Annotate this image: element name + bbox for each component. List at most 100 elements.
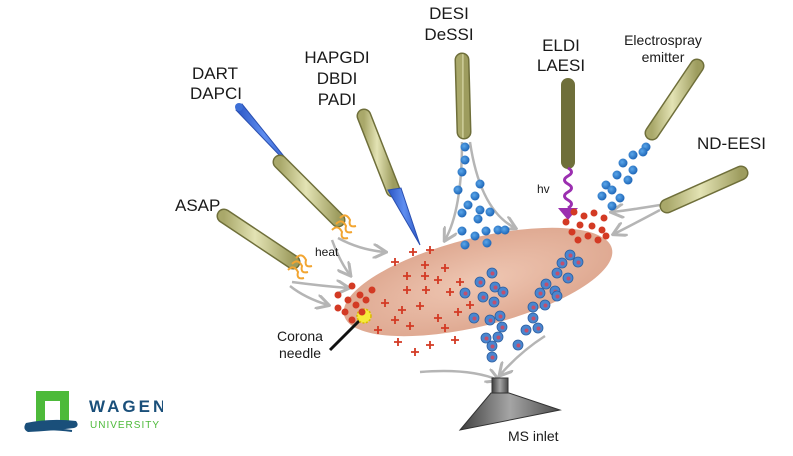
red-ion bbox=[356, 291, 364, 299]
droplet-core bbox=[536, 326, 541, 331]
ms-inlet bbox=[458, 377, 562, 431]
heat-coil-asap bbox=[287, 254, 313, 280]
label-hv: hv bbox=[537, 182, 550, 196]
droplet-core bbox=[490, 344, 495, 349]
label-heat: heat bbox=[315, 245, 339, 259]
charged-droplet bbox=[638, 147, 648, 157]
positive-ion bbox=[426, 341, 434, 349]
positive-ion bbox=[411, 348, 419, 356]
charged-droplet bbox=[475, 179, 485, 189]
droplet-core bbox=[524, 328, 529, 333]
svg-text:needle: needle bbox=[279, 345, 321, 361]
droplet-core bbox=[576, 260, 581, 265]
charged-droplet bbox=[473, 214, 483, 224]
positive-ion bbox=[434, 314, 442, 322]
corona-needle bbox=[328, 316, 364, 352]
positive-ion bbox=[451, 336, 459, 344]
svg-text:DeSSI: DeSSI bbox=[424, 25, 473, 44]
label-dart: DART DAPCI bbox=[190, 64, 242, 103]
charged-droplet bbox=[470, 231, 480, 241]
charged-droplet bbox=[597, 191, 607, 201]
droplet-core bbox=[490, 355, 495, 360]
positive-ion bbox=[409, 248, 417, 256]
charged-droplet bbox=[485, 207, 495, 217]
svg-text:PADI: PADI bbox=[318, 90, 356, 109]
university-logo: WAGEN UNIVERSITY bbox=[24, 391, 165, 432]
positive-ion bbox=[403, 286, 411, 294]
positive-ion bbox=[421, 272, 429, 280]
red-ion bbox=[602, 232, 610, 240]
droplet-core bbox=[498, 314, 503, 319]
red-ion bbox=[334, 304, 342, 312]
droplet-core bbox=[463, 291, 468, 296]
red-ion bbox=[348, 282, 356, 290]
svg-text:DART: DART bbox=[192, 64, 238, 83]
label-hapgdi: HAPGDI DBDI PADI bbox=[304, 48, 369, 109]
red-ion bbox=[334, 291, 342, 299]
red-ion bbox=[574, 236, 582, 244]
red-ion bbox=[568, 228, 576, 236]
droplet-core bbox=[492, 300, 497, 305]
droplet-core bbox=[555, 294, 560, 299]
charged-droplet bbox=[457, 208, 467, 218]
positive-ion bbox=[403, 272, 411, 280]
red-ion bbox=[344, 296, 352, 304]
red-ion bbox=[580, 212, 588, 220]
droplet-core bbox=[555, 271, 560, 276]
droplet-core bbox=[484, 336, 489, 341]
droplet-core bbox=[560, 261, 565, 266]
svg-text:LAESI: LAESI bbox=[537, 56, 585, 75]
charged-droplet bbox=[453, 185, 463, 195]
droplet-core bbox=[501, 290, 506, 295]
charged-droplet bbox=[607, 201, 617, 211]
svg-text:DBDI: DBDI bbox=[317, 69, 358, 88]
charged-droplet bbox=[618, 158, 628, 168]
capillary-desi bbox=[454, 52, 472, 140]
charged-droplet bbox=[482, 238, 492, 248]
red-ion bbox=[570, 208, 578, 216]
label-nd-eesi: ND-EESI bbox=[697, 134, 766, 153]
red-ion bbox=[598, 226, 606, 234]
droplet-core bbox=[544, 282, 549, 287]
droplet-core bbox=[566, 276, 571, 281]
red-ion bbox=[352, 301, 360, 309]
analyte-droplets bbox=[459, 249, 584, 363]
droplet-core bbox=[493, 285, 498, 290]
red-ion bbox=[358, 308, 366, 316]
svg-text:DAPCI: DAPCI bbox=[190, 84, 242, 103]
charged-droplet bbox=[460, 240, 470, 250]
charged-droplet bbox=[500, 225, 510, 235]
charged-droplet bbox=[623, 175, 633, 185]
positive-ion bbox=[421, 261, 429, 269]
label-asap: ASAP bbox=[175, 196, 220, 215]
positive-ion bbox=[406, 322, 414, 330]
droplet-core bbox=[531, 316, 536, 321]
red-ion bbox=[590, 209, 598, 217]
red-ion bbox=[562, 218, 570, 226]
positive-ion bbox=[391, 316, 399, 324]
droplet-core bbox=[490, 271, 495, 276]
red-ion bbox=[576, 221, 584, 229]
droplet-core bbox=[543, 303, 548, 308]
positive-ion bbox=[416, 302, 424, 310]
positive-ion bbox=[441, 264, 449, 272]
droplet-core bbox=[516, 343, 521, 348]
charged-droplet bbox=[470, 191, 480, 201]
charged-droplets bbox=[453, 142, 651, 250]
label-ms-inlet: MS inlet bbox=[508, 428, 559, 444]
capillary-asap bbox=[216, 208, 301, 270]
charged-droplet bbox=[601, 180, 611, 190]
positive-ion bbox=[374, 326, 382, 334]
charged-droplet bbox=[475, 205, 485, 215]
svg-text:emitter: emitter bbox=[642, 49, 685, 65]
svg-text:ELDI: ELDI bbox=[542, 36, 580, 55]
charged-droplet bbox=[612, 170, 622, 180]
charged-droplet bbox=[628, 150, 638, 160]
positive-ion bbox=[456, 278, 464, 286]
svg-text:DESI: DESI bbox=[429, 4, 469, 23]
svg-text:HAPGDI: HAPGDI bbox=[304, 48, 369, 67]
svg-text:Corona: Corona bbox=[277, 328, 323, 344]
heat-coil-dart bbox=[331, 214, 357, 240]
capillary-dart bbox=[272, 154, 346, 228]
charged-droplet bbox=[460, 155, 470, 165]
